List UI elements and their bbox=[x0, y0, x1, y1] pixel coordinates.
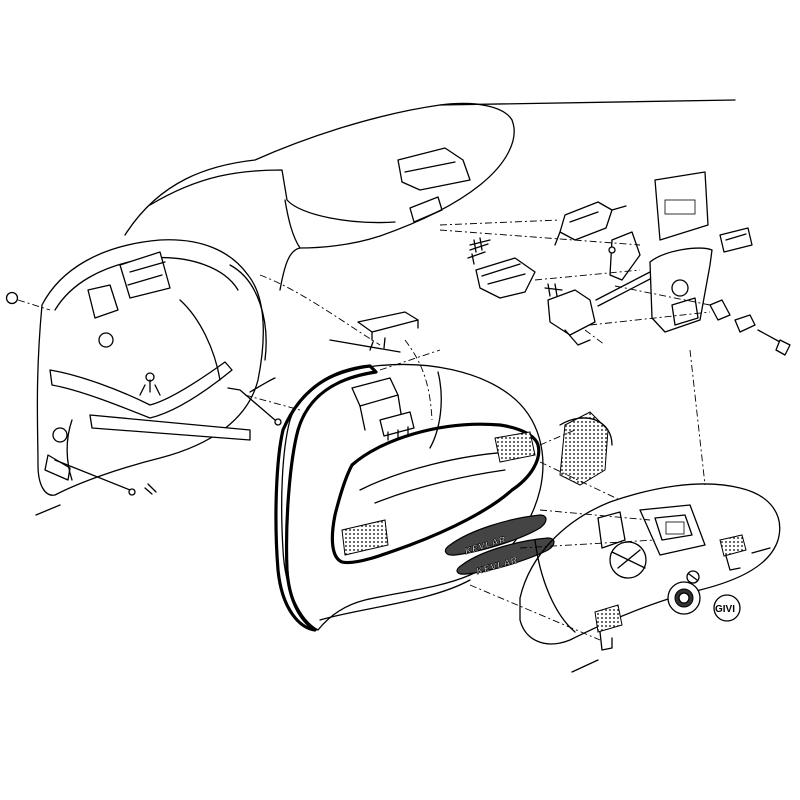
main-outer-shell bbox=[274, 363, 544, 632]
spring-parts bbox=[467, 237, 563, 297]
latch-body-part bbox=[475, 257, 536, 299]
reflector-mesh-panel bbox=[559, 411, 609, 486]
key-lock-label bbox=[719, 227, 753, 253]
small-plate-part bbox=[329, 311, 433, 421]
outer-cover-panel bbox=[519, 483, 781, 673]
emblem-label: GIVI bbox=[715, 604, 735, 615]
emblem-badge: GIVI bbox=[713, 594, 741, 622]
latch-bracket-part bbox=[554, 201, 627, 246]
lock-disc-part bbox=[667, 570, 701, 615]
hook-part bbox=[608, 231, 641, 281]
o-ring-part bbox=[5, 291, 19, 305]
inner-shell-left bbox=[36, 239, 267, 496]
hinge-clip-part bbox=[351, 377, 415, 441]
assembly-guide-lines bbox=[244, 219, 711, 641]
lock-housing-part bbox=[649, 171, 713, 333]
lock-lever-part bbox=[547, 289, 596, 346]
top-lid-shell bbox=[124, 99, 736, 291]
lock-cylinder-part bbox=[709, 299, 791, 356]
hinge-cable-left bbox=[35, 377, 282, 516]
cylinder-rods bbox=[595, 271, 653, 307]
